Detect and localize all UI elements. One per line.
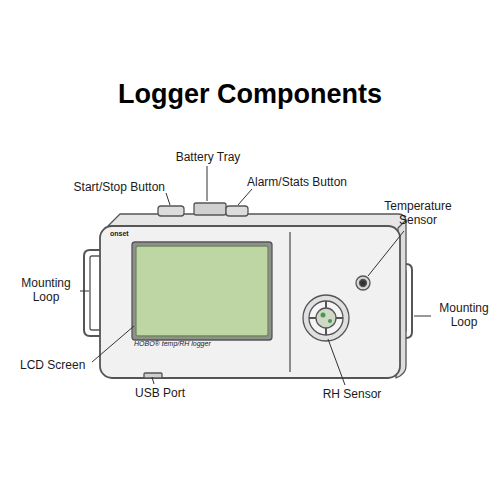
- part-label: RH Sensor: [323, 387, 382, 401]
- part-label: Battery Tray: [176, 150, 241, 164]
- part-label: Start/Stop Button: [74, 180, 165, 194]
- part-label: USB Port: [135, 386, 185, 400]
- part-label: Mounting Loop: [432, 301, 496, 330]
- part-label: LCD Screen: [20, 358, 85, 372]
- brand-logo: onset: [110, 230, 129, 238]
- leader-lines: [80, 166, 431, 385]
- part-label: Alarm/Stats Button: [247, 175, 347, 189]
- diagram-title: Logger Components: [118, 78, 382, 110]
- device-print: HOBO® temp/RH logger: [134, 340, 211, 348]
- part-label: Temperature Sensor: [373, 199, 463, 228]
- part-label: Mounting Loop: [14, 276, 78, 305]
